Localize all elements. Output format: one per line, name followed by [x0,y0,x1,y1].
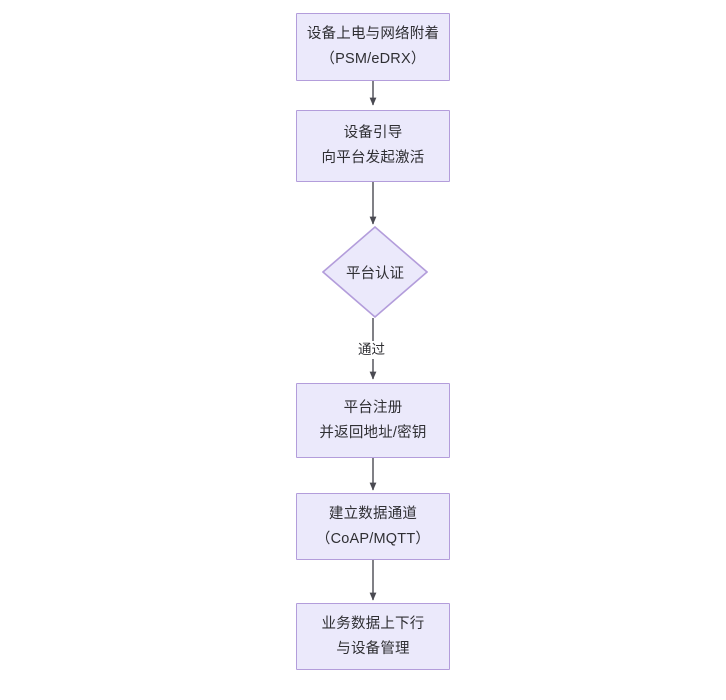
node-bootstrap-line-2: 向平台发起激活 [321,150,425,166]
node-business-data[interactable]: 业务数据上下行 与设备管理 [296,603,450,670]
node-data-channel[interactable]: 建立数据通道 （CoAP/MQTT） [296,493,450,560]
node-platform-auth[interactable]: 平台认证 [322,226,428,318]
node-bootstrap[interactable]: 设备引导 向平台发起激活 [296,110,450,182]
node-data-channel-line-1: 建立数据通道 [328,505,418,522]
node-platform-register-line-2: 并返回地址/密钥 [319,424,427,441]
node-platform-register-line-1: 平台注册 [343,399,403,416]
node-data-channel-line-2: （CoAP/MQTT） [315,530,431,547]
edge-label-pass: 通过 [355,341,388,359]
node-business-data-line-1: 业务数据上下行 [321,615,425,632]
node-platform-register[interactable]: 平台注册 并返回地址/密钥 [296,383,450,458]
node-business-data-line-2: 与设备管理 [336,640,410,657]
node-power-on[interactable]: 设备上电与网络附着 （PSM/eDRX） [296,13,450,81]
node-platform-auth-label: 平台认证 [346,265,404,282]
node-power-on-line-1: 设备上电与网络附着 [306,26,440,42]
node-power-on-line-2: （PSM/eDRX） [320,51,426,67]
node-bootstrap-line-1: 设备引导 [343,125,403,141]
diamond-shape [322,226,428,318]
